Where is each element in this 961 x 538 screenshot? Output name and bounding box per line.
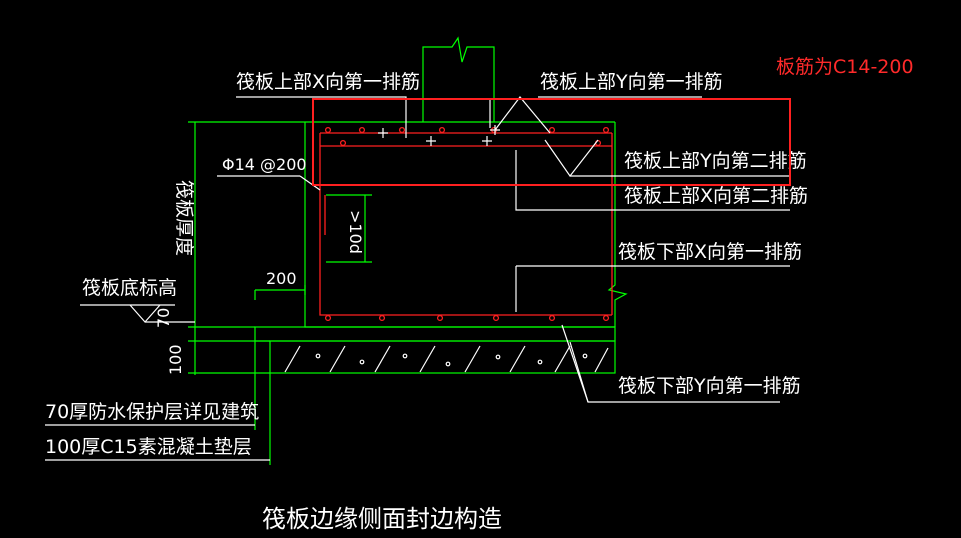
- label-top-x-row2: 筏板上部X向第二排筋: [624, 185, 808, 207]
- label-thickness: 筏板厚度: [173, 180, 195, 256]
- label-dim-200: 200: [266, 269, 297, 288]
- rebar-dots: [324, 126, 610, 322]
- label-top-y-row2: 筏板上部Y向第二排筋: [624, 150, 807, 172]
- label-top-x-row1: 筏板上部X向第一排筋: [236, 71, 420, 93]
- label-dim-70: 70: [154, 308, 173, 328]
- dimensions: [45, 121, 372, 465]
- hatch-pattern: [284, 345, 609, 373]
- drawing-title: 筏板边缘侧面封边构造: [262, 505, 502, 533]
- side-bar-leader: [217, 175, 321, 191]
- label-bottom-elev: 筏板底标高: [82, 277, 177, 299]
- column-bar-marks: [378, 100, 500, 146]
- base-layers: [240, 326, 616, 374]
- leaders: [236, 96, 790, 403]
- label-side-bar: Φ14 @200: [222, 155, 307, 174]
- annotation-note: 板筋为C14-200: [776, 56, 914, 78]
- label-layer-70: 70厚防水保护层详见建筑: [45, 401, 259, 423]
- elevation-symbol: [80, 304, 195, 323]
- label-top-y-row1: 筏板上部Y向第一排筋: [540, 71, 723, 93]
- highlight-box: [312, 98, 791, 186]
- label-bottom-y-row1: 筏板下部Y向第一排筋: [618, 375, 801, 397]
- label-dim-10d: >10d: [346, 210, 365, 254]
- column-stub: [422, 36, 495, 122]
- label-bottom-x-row1: 筏板下部X向第一排筋: [618, 241, 802, 263]
- side-closure-bar: [319, 133, 612, 316]
- rebar: [319, 126, 613, 322]
- label-layer-100: 100厚C15素混凝土垫层: [45, 436, 252, 458]
- label-dim-100: 100: [166, 344, 185, 375]
